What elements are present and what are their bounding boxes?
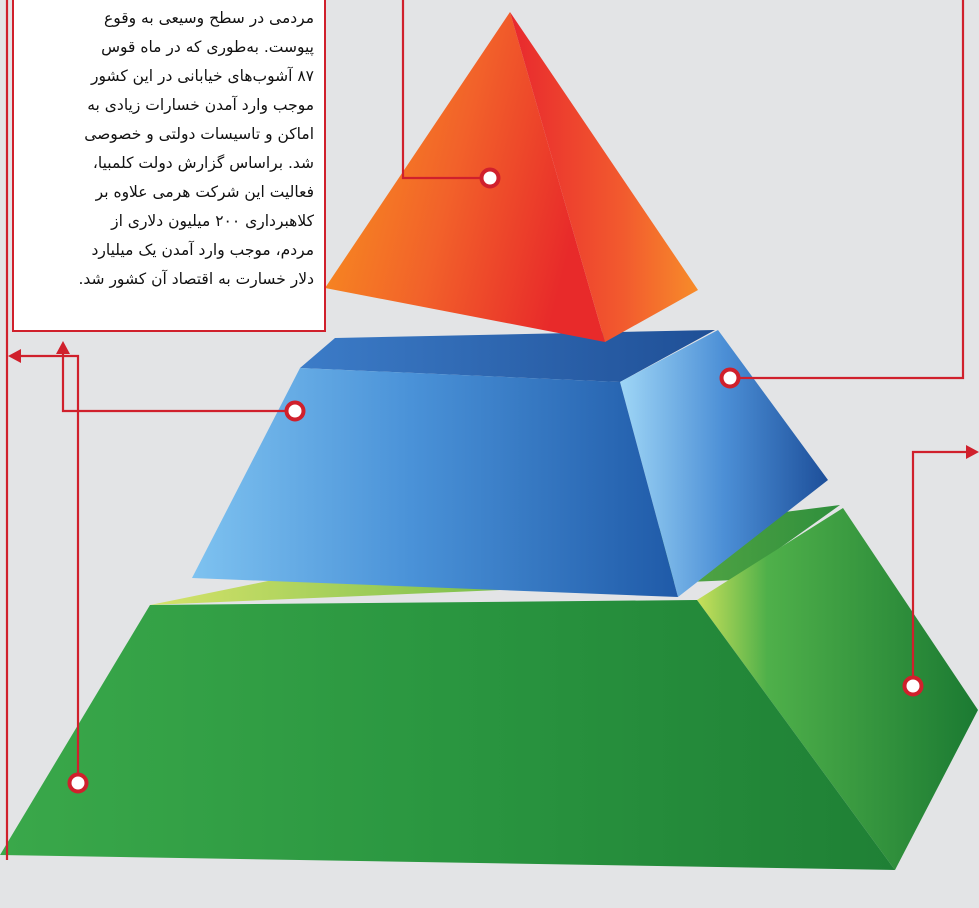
arrow-left-icon — [8, 349, 21, 363]
arrow-up-icon — [56, 341, 70, 354]
connector-middle-right — [730, 0, 965, 380]
callout-line: مردم، موجب وارد آمدن یک میلیارد — [91, 241, 315, 259]
connector-bottom-right — [911, 450, 972, 686]
bottom-tier-front-face — [0, 600, 895, 870]
connector-bottom-left — [18, 354, 80, 783]
pyramid-middle-tier — [192, 330, 828, 597]
marker-dots — [67, 167, 924, 794]
callout-line: ۸۷ آشوب‌های خیابانی در این کشور — [91, 67, 314, 85]
callout-line: پیوست. به‌طوری که در ماه قوس — [101, 38, 314, 56]
callout-line: دلار خسارت به اقتصاد آن کشور شد. — [78, 270, 314, 288]
callout-line: موجب وارد آمدن خسارات زیادی به — [87, 96, 314, 114]
connector-top-tier — [401, 0, 490, 180]
marker-top-tier — [479, 167, 501, 189]
arrow-right-icon — [966, 445, 979, 459]
callout-text-box: مردمی در سطح وسیعی به وقوع پیوست. به‌طور… — [12, 0, 326, 332]
arrow-heads — [8, 341, 979, 459]
marker-bottom-right — [902, 675, 924, 697]
pyramid-top-tier — [325, 12, 698, 342]
callout-line: کلاهبرداری ۲۰۰ میلیون دلاری از — [111, 212, 314, 230]
marker-middle-right — [719, 367, 741, 389]
callout-line: اماکن و تاسیسات دولتی و خصوصی — [84, 125, 314, 143]
callout-line: مردمی در سطح وسیعی به وقوع — [103, 9, 314, 27]
middle-tier-front-face — [192, 368, 678, 597]
callout-line: شد. براساس گزارش دولت کلمبیا، — [92, 154, 314, 172]
bottom-tier-side-face — [697, 508, 978, 870]
marker-bottom-left — [67, 772, 89, 794]
callout-line: فعالیت این شرکت هرمی علاوه بر — [95, 183, 314, 201]
middle-tier-top-face — [300, 330, 715, 382]
marker-middle-left — [284, 400, 306, 422]
connector-lines — [5, 0, 972, 860]
connector-middle-left — [61, 350, 295, 413]
top-tier-right-face — [510, 12, 698, 342]
middle-tier-side-face — [620, 330, 828, 597]
